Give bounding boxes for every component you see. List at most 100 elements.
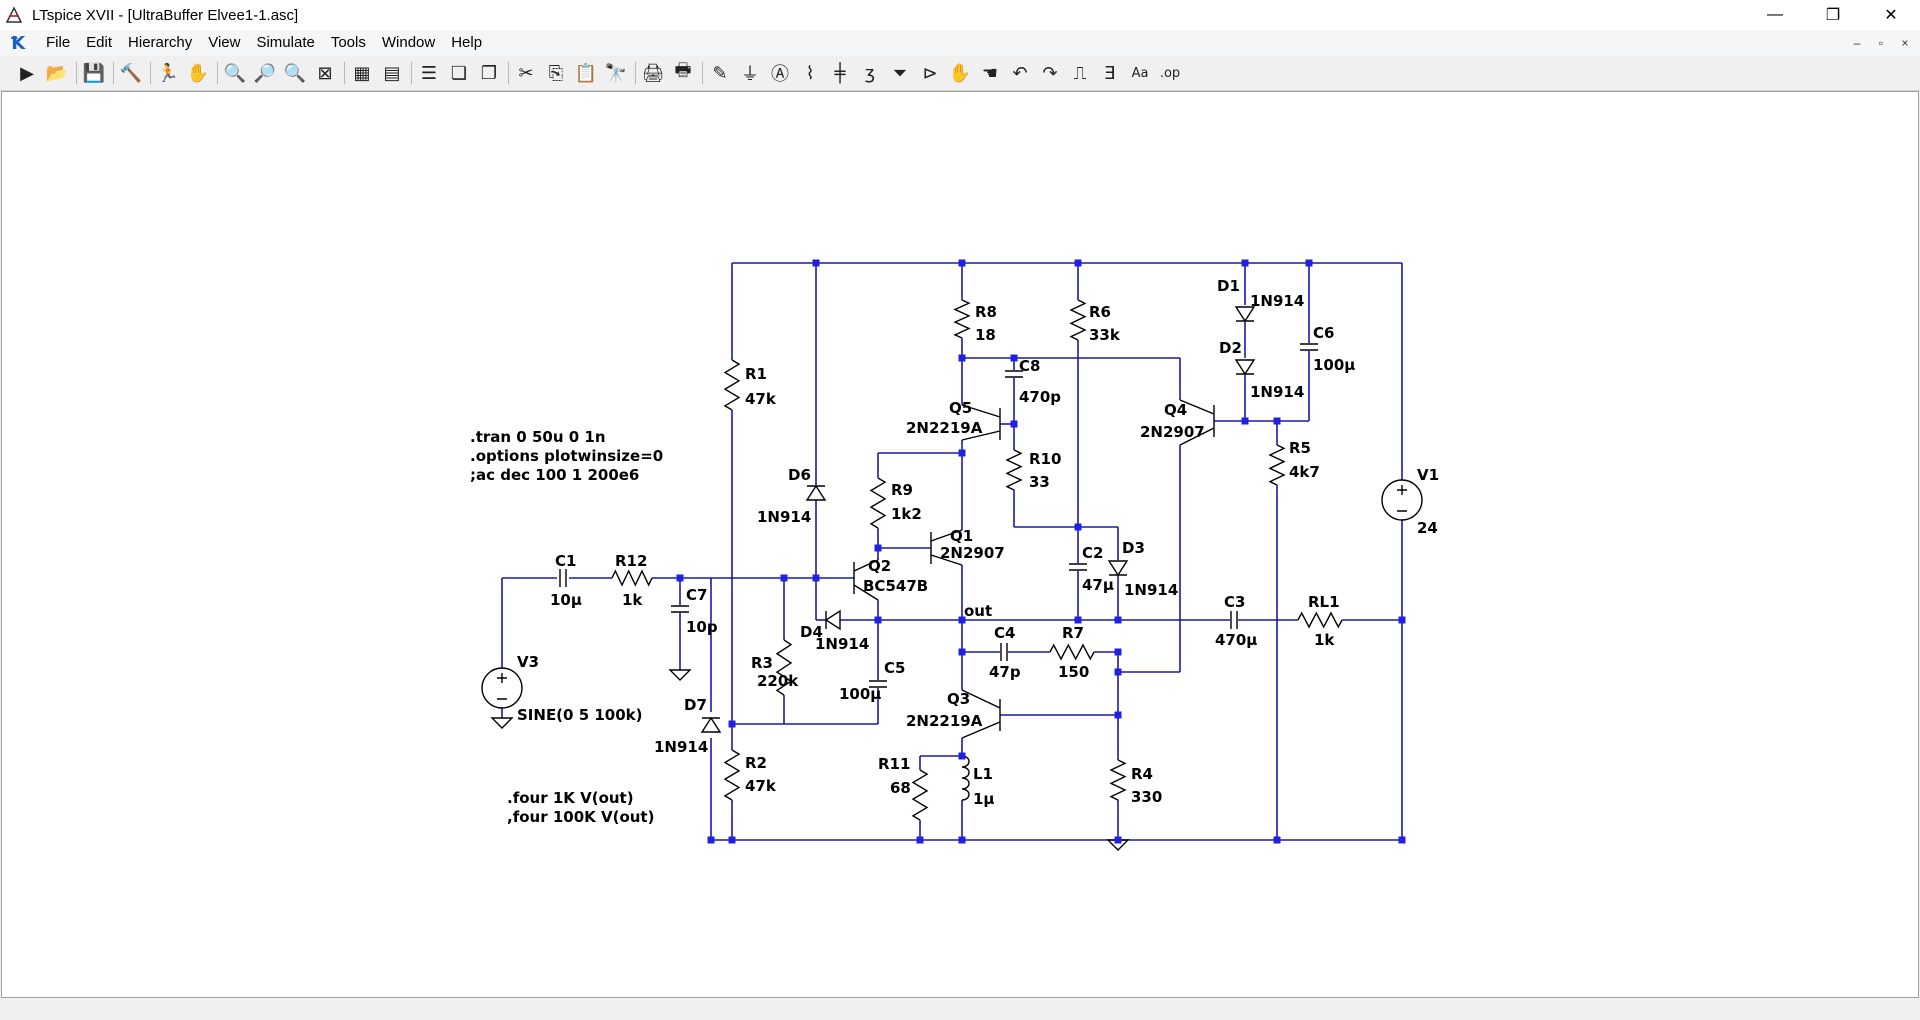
r1-name[interactable]: R1 — [745, 365, 767, 383]
q3-value[interactable]: 2N2219A — [906, 712, 983, 730]
q4-name[interactable]: Q4 — [1164, 401, 1187, 419]
tile-vertical-icon[interactable]: ❐ — [480, 62, 498, 84]
doc-close-button[interactable]: × — [1901, 36, 1909, 50]
halt-icon[interactable]: 🏃 — [156, 62, 180, 84]
zoom-pan-icon[interactable]: 🔎 — [253, 62, 277, 84]
control-panel-icon[interactable]: 🔨 — [119, 62, 143, 84]
zoom-fit-icon[interactable]: ⊠ — [317, 62, 333, 84]
c6-value[interactable]: 100µ — [1313, 356, 1355, 374]
rl1-name[interactable]: RL1 — [1308, 593, 1340, 611]
autoscale-icon[interactable]: ▦ — [353, 62, 371, 84]
c7-value[interactable]: 10p — [686, 618, 718, 636]
r1-value[interactable]: 47k — [745, 390, 777, 408]
paste-icon[interactable]: 📋 — [574, 62, 598, 84]
options-directive[interactable]: .options plotwinsize=0 — [470, 447, 663, 465]
c5-value[interactable]: 100µ — [839, 685, 881, 703]
c8-name[interactable]: C8 — [1019, 357, 1040, 375]
ac-comment[interactable]: ;ac dec 100 1 200e6 — [470, 466, 639, 484]
menu-window[interactable]: Window — [381, 34, 436, 51]
menu-hierarchy[interactable]: Hierarchy — [128, 34, 193, 51]
tran-directive[interactable]: .tran 0 50u 0 1n — [470, 428, 606, 446]
open-icon[interactable]: 📂 — [45, 62, 69, 84]
menu-tools[interactable]: Tools — [330, 34, 366, 51]
d2-name[interactable]: D2 — [1219, 339, 1242, 357]
r12-value[interactable]: 1k — [622, 591, 643, 609]
q5-name[interactable]: Q5 — [949, 399, 972, 417]
c3-value[interactable]: 470µ — [1215, 631, 1257, 649]
copy-icon[interactable]: ⎘ — [548, 62, 564, 84]
r2-value[interactable]: 47k — [745, 777, 777, 795]
r6-name[interactable]: R6 — [1089, 303, 1111, 321]
undo-icon[interactable]: ↶ — [1012, 62, 1028, 84]
q2-name[interactable]: Q2 — [868, 557, 891, 575]
menu-simulate[interactable]: Simulate — [256, 34, 315, 51]
draw-wire-icon[interactable]: ✎ — [712, 62, 728, 84]
d4-name[interactable]: D4 — [800, 623, 823, 641]
text-icon[interactable]: Aa — [1131, 65, 1149, 81]
save-icon[interactable]: 💾 — [82, 62, 106, 84]
v3-value[interactable]: SINE(0 5 100k) — [517, 706, 643, 724]
menu-edit[interactable]: Edit — [86, 34, 113, 51]
c4-name[interactable]: C4 — [994, 624, 1015, 642]
mirror-icon[interactable]: Ǝ — [1104, 62, 1116, 84]
cut-icon[interactable]: ✂ — [518, 62, 534, 84]
c4-value[interactable]: 47p — [989, 663, 1021, 681]
tile-horizontal-icon[interactable]: ☰ — [420, 62, 438, 84]
redo-icon[interactable]: ↷ — [1042, 62, 1058, 84]
d1-value[interactable]: 1N914 — [1250, 292, 1304, 310]
label-net-icon[interactable]: Ⓐ — [771, 64, 789, 85]
r3-name[interactable]: R3 — [751, 654, 773, 672]
d7-name[interactable]: D7 — [684, 696, 707, 714]
r7-value[interactable]: 150 — [1058, 663, 1089, 681]
rotate-icon[interactable]: ⎍ — [1073, 62, 1087, 84]
inductor-icon[interactable]: ʒ — [864, 62, 876, 84]
menu-view[interactable]: View — [208, 34, 241, 51]
r2-name[interactable]: R2 — [745, 754, 767, 772]
c2-value[interactable]: 47µ — [1082, 576, 1114, 594]
r9-value[interactable]: 1k2 — [891, 505, 922, 523]
l1-value[interactable]: 1µ — [973, 790, 994, 808]
component-icon[interactable]: ⊳ — [922, 62, 938, 84]
d3-name[interactable]: D3 — [1122, 539, 1145, 557]
c2-name[interactable]: C2 — [1082, 544, 1103, 562]
r3-value[interactable]: 220k — [757, 672, 799, 690]
q1-value[interactable]: 2N2907 — [940, 544, 1005, 562]
minimize-button[interactable]: — — [1767, 6, 1783, 23]
resistor-icon[interactable]: ⌇ — [805, 62, 815, 84]
q3-name[interactable]: Q3 — [947, 690, 970, 708]
d4-value[interactable]: 1N914 — [815, 635, 869, 653]
menu-file[interactable]: File — [46, 34, 71, 51]
d3-value[interactable]: 1N914 — [1124, 581, 1178, 599]
restore-button[interactable]: ❐ — [1825, 7, 1841, 24]
q4-value[interactable]: 2N2907 — [1140, 423, 1205, 441]
waveform-icon[interactable]: ▤ — [383, 62, 401, 84]
d6-name[interactable]: D6 — [788, 466, 811, 484]
schematic-doc-icon[interactable]: Ꝁ — [11, 32, 23, 53]
r7-name[interactable]: R7 — [1062, 624, 1084, 642]
d6-value[interactable]: 1N914 — [757, 508, 811, 526]
c8-value[interactable]: 470p — [1019, 388, 1061, 406]
zoom-out-icon[interactable]: 🔍 — [283, 62, 307, 84]
cascade-icon[interactable]: ❏ — [450, 62, 468, 84]
r8-name[interactable]: R8 — [975, 303, 997, 321]
menu-help[interactable]: Help — [451, 34, 483, 51]
print-icon[interactable]: 🖨 — [641, 62, 665, 84]
doc-restore-button[interactable]: ▫ — [1878, 36, 1884, 50]
schematic-canvas[interactable] — [1, 91, 1919, 998]
q5-value[interactable]: 2N2219A — [906, 419, 983, 437]
r9-name[interactable]: R9 — [891, 481, 913, 499]
v1-name[interactable]: V1 — [1417, 466, 1439, 484]
drag-icon[interactable]: ☚ — [981, 62, 999, 84]
c1-name[interactable]: C1 — [555, 552, 576, 570]
c7-name[interactable]: C7 — [686, 586, 707, 604]
c3-name[interactable]: C3 — [1224, 593, 1245, 611]
net-label-out[interactable]: out — [964, 602, 992, 620]
spice-directive-icon[interactable]: .op — [1159, 65, 1181, 81]
ground-icon[interactable]: ⏚ — [741, 64, 759, 85]
r6-value[interactable]: 33k — [1089, 326, 1121, 344]
d7-value[interactable]: 1N914 — [654, 738, 708, 756]
c6-name[interactable]: C6 — [1313, 324, 1334, 342]
r12-name[interactable]: R12 — [615, 552, 647, 570]
doc-minimize-button[interactable]: – — [1853, 36, 1861, 50]
diode-icon[interactable]: ⏷ — [892, 62, 908, 84]
